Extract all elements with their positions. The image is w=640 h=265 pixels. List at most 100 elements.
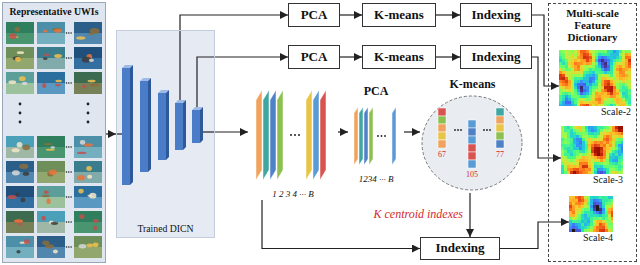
ellipsis-dot: [460, 129, 462, 131]
node-label: PCA: [301, 50, 328, 65]
ellipsis-dot: [70, 32, 72, 34]
ellipsis-dot: [294, 134, 296, 136]
photo-thumbnail: [6, 161, 34, 183]
photo-thumbnail: [6, 236, 34, 258]
photo-thumbnail: [37, 47, 65, 69]
ellipsis-dot: [489, 129, 491, 131]
ellipsis-dot: [87, 103, 90, 106]
ellipsis-dot: [68, 171, 70, 173]
feature-map: [369, 107, 373, 165]
ellipsis-dot: [87, 121, 90, 124]
scale-map: Scale-3: [561, 126, 623, 190]
photo-thumbnail: [74, 22, 102, 44]
feature-map: [277, 90, 283, 180]
cluster-cloud: [422, 96, 522, 190]
centroid-cell: [496, 140, 504, 148]
feature-heatmap: [561, 126, 623, 174]
node-label: K-means: [374, 8, 424, 23]
centroid-cell: [438, 132, 446, 140]
scale-map: Scale-2: [559, 50, 631, 122]
ellipsis-dot: [66, 146, 68, 148]
connector-arrow: [436, 56, 460, 57]
photo-thumbnail: [6, 211, 34, 233]
photo-thumbnail: [74, 186, 102, 208]
feature-map: [313, 90, 319, 180]
feature-map: [359, 107, 363, 165]
photo-thumbnail: [6, 136, 34, 158]
ellipsis-dot: [66, 171, 68, 173]
dictionary-panel: Multi-scale Feature DictionaryScale-2Sca…: [548, 3, 637, 262]
feature-map: [263, 90, 269, 180]
process-box: Indexing: [460, 3, 532, 27]
centroid-cell: [468, 160, 476, 168]
photo-thumbnail: [74, 47, 102, 69]
photo-thumbnail: [6, 186, 34, 208]
ellipsis-dot: [19, 112, 22, 115]
ellipsis-dot: [68, 221, 70, 223]
photo-thumbnail: [6, 72, 34, 94]
feature-stack: 1 2 3 4 ··· B: [248, 85, 338, 200]
connector-arrow: [436, 14, 460, 15]
network-layer: [175, 100, 186, 150]
panel-fill: [116, 30, 215, 238]
centroid-cell: [468, 120, 476, 128]
node-label: PCA: [301, 8, 328, 23]
centroid-cell: [438, 108, 446, 116]
connector-arrow: [340, 14, 362, 15]
ellipsis-dot: [70, 82, 72, 84]
edge-label: K centroid indexes: [371, 208, 465, 222]
feature-map: [270, 90, 276, 180]
wire: [197, 57, 215, 107]
photo-thumbnail: [6, 47, 34, 69]
node-label: Scale-4: [583, 232, 613, 244]
node-caption: 1234 ··· B: [348, 174, 404, 184]
photo-thumbnail: [74, 211, 102, 233]
process-box: Indexing: [460, 45, 532, 69]
ellipsis-dot: [66, 196, 68, 198]
connector-arrow: [215, 131, 248, 132]
ellipsis-dot: [66, 32, 68, 34]
network-layer: [122, 65, 133, 185]
centroid-cell: [468, 144, 476, 152]
ellipsis-dot: [70, 146, 72, 148]
image-panel: Representative UWIs: [2, 2, 106, 263]
node-label: K-means: [374, 50, 424, 65]
ellipsis-dot: [457, 129, 459, 131]
ellipsis-dot: [454, 129, 456, 131]
wire: [179, 30, 180, 100]
connector-arrow: [500, 222, 569, 249]
ellipsis-dot: [66, 246, 68, 248]
node-label: Scale-3: [593, 174, 623, 186]
feature-map: [256, 90, 262, 180]
ellipsis-dot: [384, 135, 386, 137]
ellipsis-dot: [68, 57, 70, 59]
ellipsis-dot: [70, 246, 72, 248]
ellipsis-dot: [66, 221, 68, 223]
ellipsis-dot: [19, 103, 22, 106]
centroid-index: 67: [438, 150, 446, 159]
pca-stack: PCA 1234 ··· B: [348, 85, 404, 185]
centroid-cell: [468, 136, 476, 144]
network-layer: [140, 78, 151, 172]
network-panel: Trained DICN: [116, 30, 215, 238]
node-label: Indexing: [471, 8, 520, 23]
ellipsis-dot: [70, 171, 72, 173]
ellipsis-dot: [290, 134, 292, 136]
ellipsis-dot: [68, 196, 70, 198]
wire: [203, 131, 215, 132]
node-label: PCA: [348, 85, 404, 99]
ellipsis-dot: [68, 32, 70, 34]
ellipsis-dot: [66, 82, 68, 84]
process-box: PCA: [288, 3, 340, 27]
photo-thumbnail: [74, 136, 102, 158]
node-label: Representative UWIs: [3, 6, 105, 17]
connector-arrow: [106, 133, 116, 134]
feature-heatmap: [569, 196, 613, 232]
process-box: K-means: [362, 3, 436, 27]
kmeans-cluster: K-means6710577: [420, 78, 525, 193]
network-layer: [158, 90, 169, 160]
node-label: Scale-2: [601, 106, 631, 118]
